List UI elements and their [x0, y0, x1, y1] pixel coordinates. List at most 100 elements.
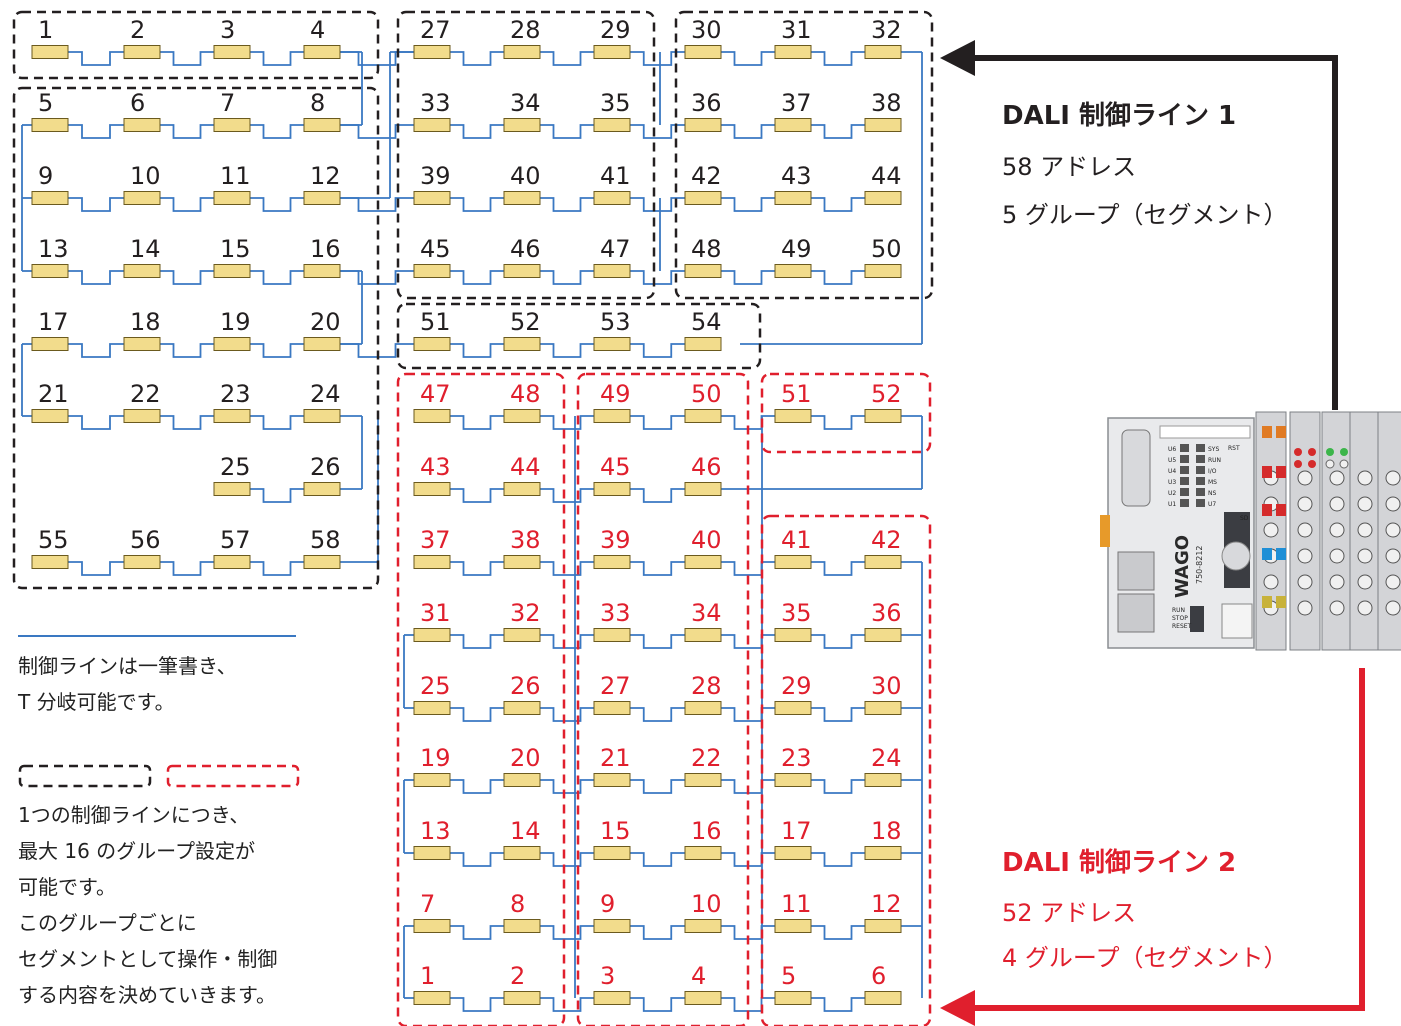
line1-fixture: [31, 45, 69, 59]
indicator-red: [1276, 504, 1286, 516]
wire-segment: [811, 997, 865, 1012]
line2-fixture: [864, 555, 902, 569]
line1-address-label: 33: [420, 89, 451, 117]
terminal-screw: [1357, 600, 1373, 616]
wire-segment: [540, 997, 594, 1012]
line1-address-label: 35: [600, 89, 631, 117]
line2-fixture: [684, 409, 722, 423]
line1-fixture: [503, 45, 541, 59]
wire-segment: [68, 197, 124, 212]
line2-fixture: [503, 773, 541, 787]
line1-address-label: 36: [691, 89, 722, 117]
line1-fixture: [213, 337, 251, 351]
wire-segment: [68, 415, 124, 430]
wire-segment: [450, 124, 504, 139]
terminal-screw: [1329, 470, 1345, 486]
status-led-left: [1180, 466, 1189, 474]
line1-address-label: 9: [38, 162, 53, 190]
legend-line2-box: [166, 764, 300, 788]
wire-segment: [540, 852, 594, 867]
terminal-screw: [1385, 470, 1401, 486]
wire-segment: [250, 343, 304, 358]
line2-fixture: [413, 991, 451, 1005]
line1-group-box: [674, 10, 934, 300]
line1-fixture: [593, 337, 631, 351]
line1-fixture: [684, 118, 722, 132]
controller-label-strip: [1159, 425, 1251, 439]
wire-segment: [68, 124, 124, 139]
line2-address-label: 7: [420, 890, 435, 918]
line1-address-label: 25: [220, 453, 251, 481]
note-group-1: 1つの制御ラインにつき、: [18, 803, 250, 827]
line2-title: DALI 制御ライン 2: [1002, 848, 1237, 878]
line1-address-label: 57: [220, 526, 251, 554]
line2-address-label: 26: [510, 672, 541, 700]
line1-address-label: 54: [691, 308, 722, 336]
line2-fixture: [503, 701, 541, 715]
line2-address-label: 27: [600, 672, 631, 700]
line1-arrow: [960, 55, 1338, 410]
line1-fixture: [593, 118, 631, 132]
wire-segment: [450, 997, 504, 1012]
line1-fixture: [684, 264, 722, 278]
wire-segment: [160, 561, 214, 576]
wire-segment: [630, 997, 685, 1012]
line2-address-label: 12: [871, 890, 902, 918]
note-group-6: する内容を決めていきます。: [18, 983, 276, 1007]
line1-fixture: [774, 118, 812, 132]
line2-address-label: 35: [781, 599, 812, 627]
line1-address-label: 4: [310, 16, 325, 44]
line2-address-label: 33: [600, 599, 631, 627]
wire-segment: [250, 270, 304, 285]
wire-segment: [68, 51, 124, 66]
line1-fixture: [213, 482, 251, 496]
line1-address-label: 47: [600, 235, 631, 263]
line1-fixture: [123, 264, 161, 278]
terminal-screw: [1297, 600, 1313, 616]
wire-segment: [630, 561, 685, 576]
wire-segment: [811, 270, 865, 285]
line2-address-label: 48: [510, 380, 541, 408]
status-led-left-label: U6: [1168, 446, 1176, 453]
wire-segment: [540, 197, 594, 212]
io-led-off: [1339, 459, 1349, 469]
line2-address-label: 15: [600, 817, 631, 845]
line1-fixture: [503, 264, 541, 278]
line2-fixture: [503, 482, 541, 496]
line2-fixture: [774, 846, 812, 860]
line2-fixture: [864, 773, 902, 787]
wire-segment: [721, 270, 775, 285]
terminal-screw: [1385, 496, 1401, 512]
line1-fixture: [213, 191, 251, 205]
model-number: 750-8212: [1195, 545, 1204, 584]
wire-segment: [450, 779, 504, 794]
wire-segment: [811, 561, 865, 576]
mode-switch: [1190, 606, 1204, 632]
line2-fixture: [864, 409, 902, 423]
line2-address-label: 29: [781, 672, 812, 700]
line1-address-label: 10: [130, 162, 161, 190]
line1-fixture: [123, 337, 161, 351]
line1-fixture: [503, 191, 541, 205]
line1-address-label: 13: [38, 235, 69, 263]
note-group-5: セグメントとして操作・制御: [18, 947, 278, 971]
wire-segment: [630, 415, 685, 430]
line1-fixture: [31, 409, 69, 423]
line2-fixture: [774, 773, 812, 787]
line1-fixture: [31, 118, 69, 132]
line1-address-label: 40: [510, 162, 541, 190]
wire-segment: [811, 197, 865, 212]
line2-address-label: 46: [691, 453, 722, 481]
line1-fixture: [303, 264, 341, 278]
status-led-label: NS: [1208, 490, 1216, 497]
terminal-screw: [1329, 548, 1345, 564]
wire-segment: [721, 707, 775, 722]
line1-address-label: 27: [420, 16, 451, 44]
line1-address-label: 32: [871, 16, 902, 44]
indicator-blue: [1262, 548, 1272, 560]
status-led: [1196, 477, 1205, 485]
status-led: [1196, 499, 1205, 507]
line2-fixture: [593, 409, 631, 423]
